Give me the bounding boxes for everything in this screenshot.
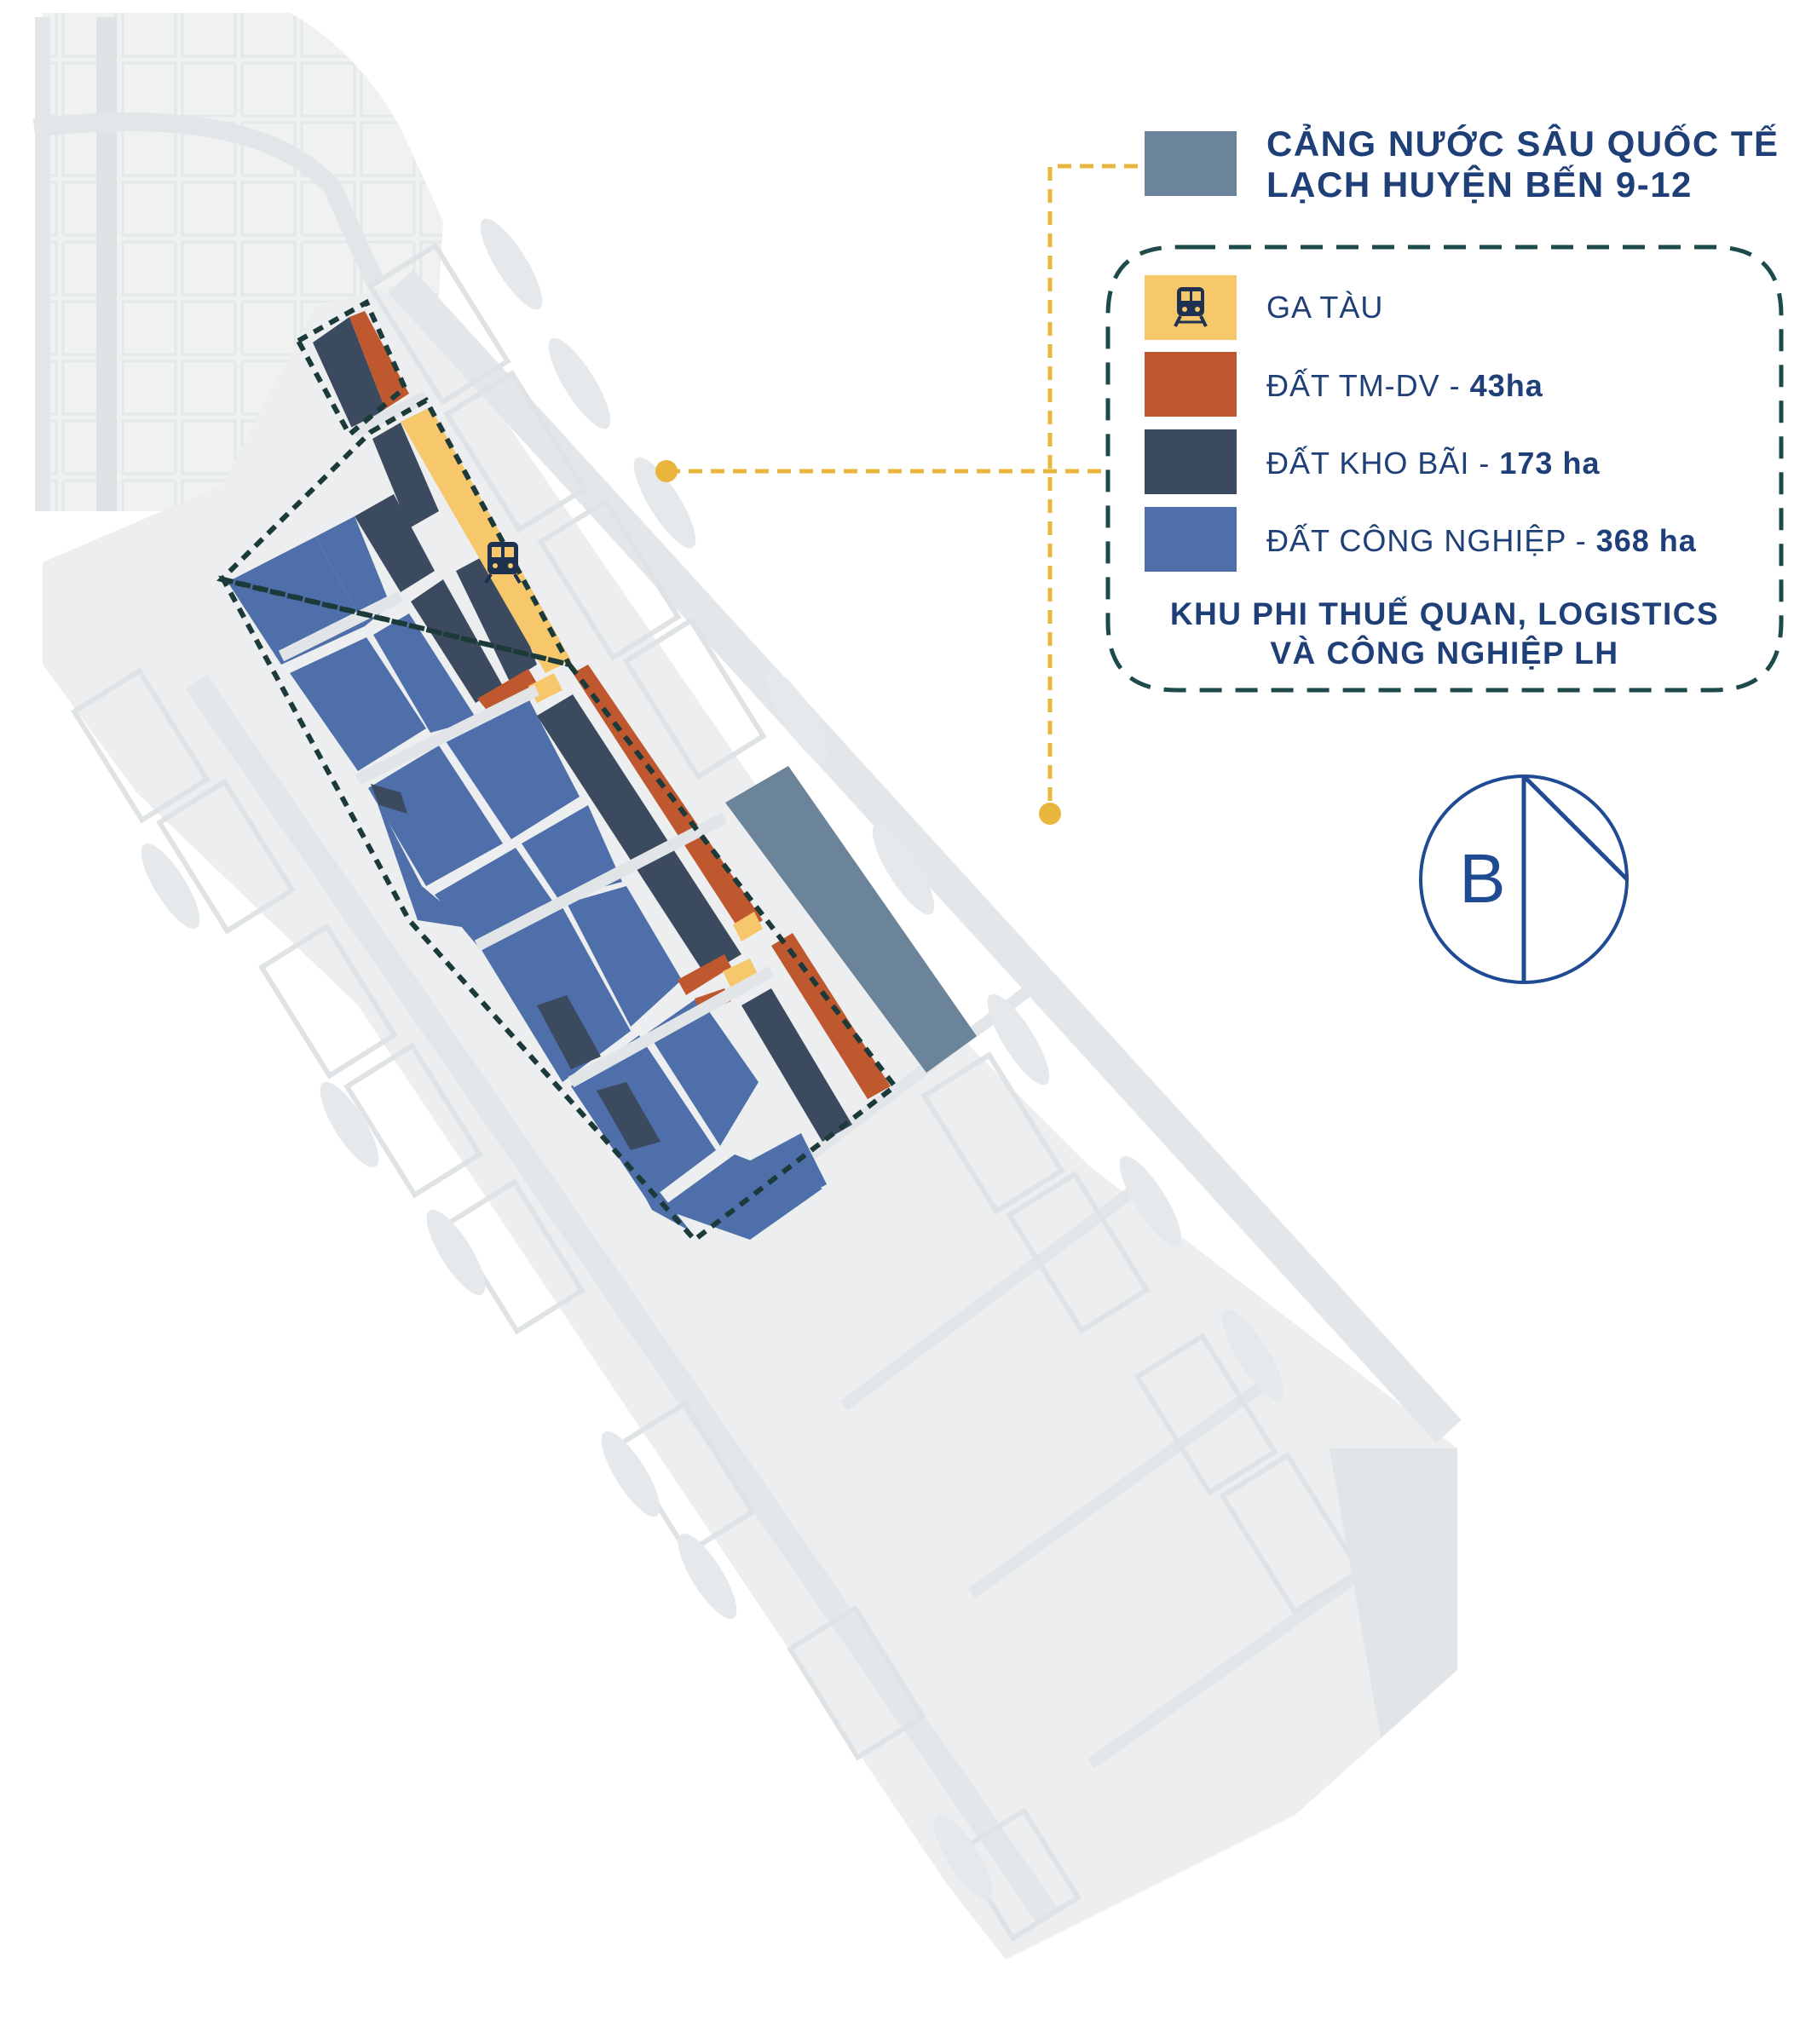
- rail-station-strip: [401, 407, 571, 673]
- warehouse-block: [537, 995, 601, 1069]
- industrial-block: [368, 746, 503, 886]
- zone-boundary: [216, 298, 899, 1244]
- industrial-block: [290, 637, 426, 771]
- leader-lines: [666, 164, 1138, 814]
- rail-station-swatch: [1145, 275, 1237, 340]
- legend-item-commercial: ĐẤT TM-DV - 43ha: [1266, 368, 1543, 403]
- leader-dot: [655, 460, 678, 482]
- warehouse-parcel: [313, 317, 385, 430]
- industrial-block: [446, 690, 580, 839]
- warehouse-swatch: [1145, 429, 1237, 494]
- commercial-strip: [573, 665, 763, 933]
- industrial-block: [746, 1133, 827, 1227]
- commercial-strip: [771, 933, 891, 1099]
- rail-station-strip: [723, 959, 759, 988]
- industrial-block: [375, 797, 473, 929]
- zone-blocks: [228, 311, 891, 1240]
- industrial-block: [373, 613, 477, 733]
- warehouse-block: [597, 1082, 660, 1150]
- industrial-block: [482, 907, 631, 1082]
- industrial-block: [435, 848, 554, 946]
- train-icon: [1174, 287, 1208, 327]
- warehouse-block: [456, 550, 537, 682]
- industrial-block: [567, 886, 682, 1027]
- port-title-line2: LẠCH HUYỆN BẾN 9-12: [1266, 164, 1693, 204]
- warehouse-block: [372, 423, 439, 528]
- zone-legend-frame: [1105, 245, 1784, 693]
- zone-title-line2: VÀ CÔNG NGHIỆP LH: [1270, 636, 1619, 671]
- warehouse-block: [537, 694, 741, 976]
- warehouse-block: [411, 579, 503, 703]
- commercial-parcel: [349, 311, 409, 409]
- compass-icon: [1419, 774, 1629, 984]
- commercial-strip: [678, 954, 731, 995]
- legend-item-warehouse: ĐẤT KHO BÃI - 173 ha: [1266, 446, 1601, 481]
- compass-letter: B: [1459, 840, 1506, 918]
- warehouse-block: [355, 494, 435, 592]
- industrial-block: [648, 997, 759, 1146]
- train-icon: [484, 542, 522, 584]
- legend-item-rail-station: GA TÀU: [1266, 290, 1384, 325]
- industrial-swatch: [1145, 507, 1237, 572]
- industrial-block: [522, 805, 622, 899]
- zone-title-line1: KHU PHI THUẾ QUAN, LOGISTICS: [1169, 596, 1720, 631]
- commercial-strip: [477, 669, 539, 714]
- commercial-swatch: [1145, 352, 1237, 417]
- warehouse-block: [741, 988, 852, 1142]
- industrial-block: [315, 516, 390, 626]
- legend-item-industrial: ĐẤT CÔNG NGHIỆP - 368 ha: [1266, 523, 1697, 558]
- port-berths-area: [725, 766, 977, 1073]
- leader-dot: [1039, 803, 1061, 825]
- port-swatch: [1145, 131, 1237, 196]
- warehouse-block: [371, 784, 407, 814]
- port-title-line1: CẢNG NƯỚC SÂU QUỐC TẾ: [1266, 124, 1780, 164]
- rail-station-strip: [733, 912, 763, 941]
